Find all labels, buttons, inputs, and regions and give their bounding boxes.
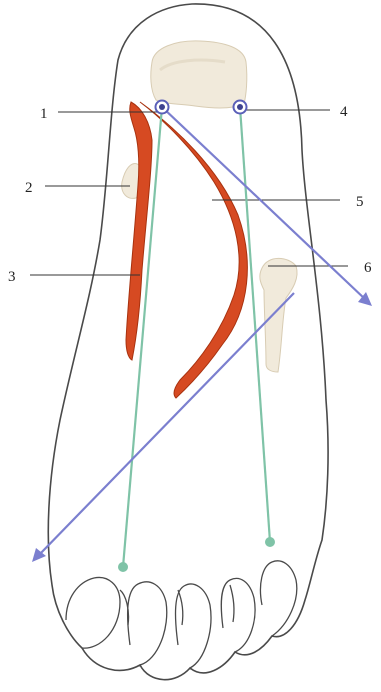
label-5: 5 xyxy=(356,194,364,210)
axis-endpoint-medial xyxy=(118,562,128,572)
calcaneus-bone xyxy=(151,41,247,108)
label-2: 2 xyxy=(25,180,33,196)
label-6: 6 xyxy=(364,260,372,276)
axis-endpoint-lateral xyxy=(265,537,275,547)
label-1: 1 xyxy=(40,106,48,122)
label-4: 4 xyxy=(340,104,348,120)
label-3: 3 xyxy=(8,269,16,285)
